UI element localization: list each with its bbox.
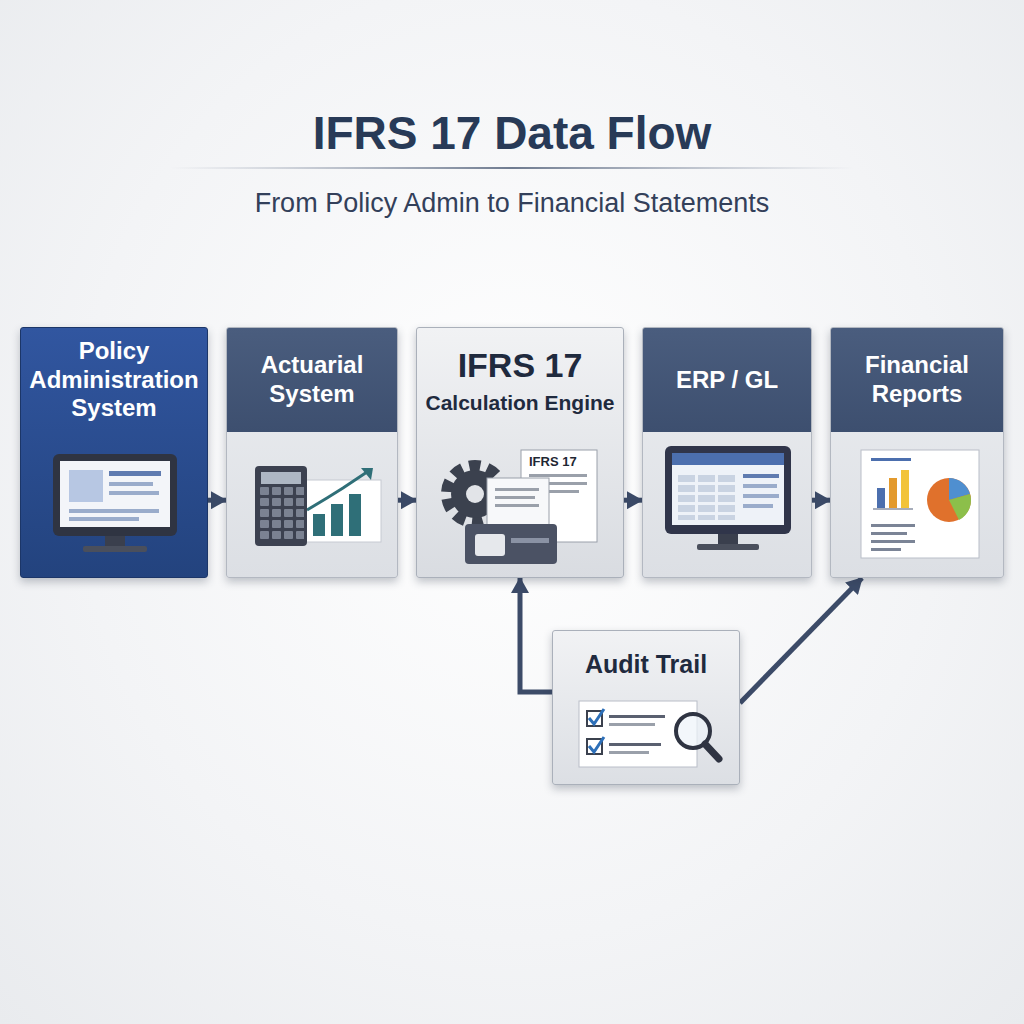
screen-line [109, 471, 161, 476]
trend-arrow [361, 468, 373, 480]
box-title: Policy Administration System [29, 337, 199, 423]
doc-line [529, 474, 587, 477]
chart-bar [313, 514, 325, 536]
screen-line [109, 482, 153, 486]
box-title: Audit Trail [585, 649, 707, 679]
spreadsheet-cells [677, 474, 737, 520]
monitor-stand [718, 534, 738, 544]
box-header: ERP / GL [643, 328, 811, 432]
engine-panel [475, 534, 505, 556]
title: IFRS 17 Data Flow [0, 106, 1024, 160]
screen-line [743, 484, 777, 488]
screen-line [69, 517, 139, 521]
report-bar [901, 470, 909, 508]
flow-arrow [812, 498, 830, 503]
calculator-display [261, 472, 301, 484]
report-line [871, 458, 911, 461]
flow-arrow [208, 498, 226, 503]
report-paper [861, 450, 979, 558]
magnifier-handle [705, 744, 719, 759]
list-line [609, 743, 661, 746]
monitor-screen [60, 461, 170, 527]
chart-bar [349, 494, 361, 536]
report-bar [877, 488, 885, 508]
report-line [871, 524, 915, 527]
box-header: Audit Trail [553, 631, 739, 697]
pie [927, 478, 971, 522]
calculator-keys [259, 486, 304, 542]
screen-line [743, 474, 779, 478]
system-box: ERP / GL [642, 327, 812, 578]
gear-hole [466, 485, 484, 503]
engine-line [511, 538, 549, 543]
screen-line [743, 504, 773, 508]
list-line [609, 751, 649, 754]
screen-block [69, 470, 103, 502]
document-label: IFRS 17 [529, 454, 577, 469]
monitor-frame [53, 454, 177, 536]
box-header: Actuarial System [227, 328, 397, 432]
audit-box: Audit Trail [552, 630, 740, 785]
trend-line [307, 472, 367, 510]
system-box: Actuarial System [226, 327, 398, 578]
list-line [609, 715, 665, 718]
box-header: Policy Administration System [21, 328, 207, 432]
flow-arrow [398, 498, 416, 503]
monitor-frame [665, 446, 791, 534]
monitor-base [83, 546, 147, 552]
screen-line [109, 491, 159, 495]
pie-slice [949, 494, 971, 520]
box-title: IFRS 17 [458, 345, 583, 386]
engine-block [465, 524, 557, 564]
screen-header [672, 453, 784, 465]
calculator-body [255, 466, 307, 546]
screen-line [69, 509, 159, 513]
subtitle: From Policy Admin to Financial Statement… [0, 188, 1024, 219]
box-header: IFRS 17 Calculation Engine [417, 328, 623, 432]
box-title: Financial Reports [839, 351, 995, 409]
report-bar [889, 478, 897, 508]
output-box: Financial Reports [830, 327, 1004, 578]
checkmark [589, 709, 604, 724]
box-subtitle: Calculation Engine [425, 390, 614, 415]
monitor-base [697, 544, 759, 550]
report-line [871, 540, 915, 543]
document-front [487, 478, 549, 530]
screen-line [743, 494, 779, 498]
doc-line [495, 488, 539, 491]
chart-bar [331, 504, 343, 536]
report-line [871, 548, 901, 551]
source-system-box: Policy Administration System [20, 327, 208, 578]
doc-line [495, 504, 539, 507]
rule-line [170, 167, 854, 169]
report-line [871, 532, 907, 535]
box-title: ERP / GL [676, 366, 778, 395]
monitor-screen [672, 453, 784, 525]
checkmark [589, 737, 604, 752]
monitor-stand [105, 536, 125, 546]
box-title: Actuarial System [235, 351, 389, 409]
flow-arrow [624, 498, 642, 503]
list-line [609, 723, 655, 726]
engine-box: IFRS 17Calculation EngineIFRS 17 [416, 327, 624, 578]
report-axis [873, 508, 913, 510]
doc-line [495, 496, 535, 499]
box-header: Financial Reports [831, 328, 1003, 432]
flow-arrow [740, 578, 862, 703]
flow-arrow [520, 578, 552, 692]
